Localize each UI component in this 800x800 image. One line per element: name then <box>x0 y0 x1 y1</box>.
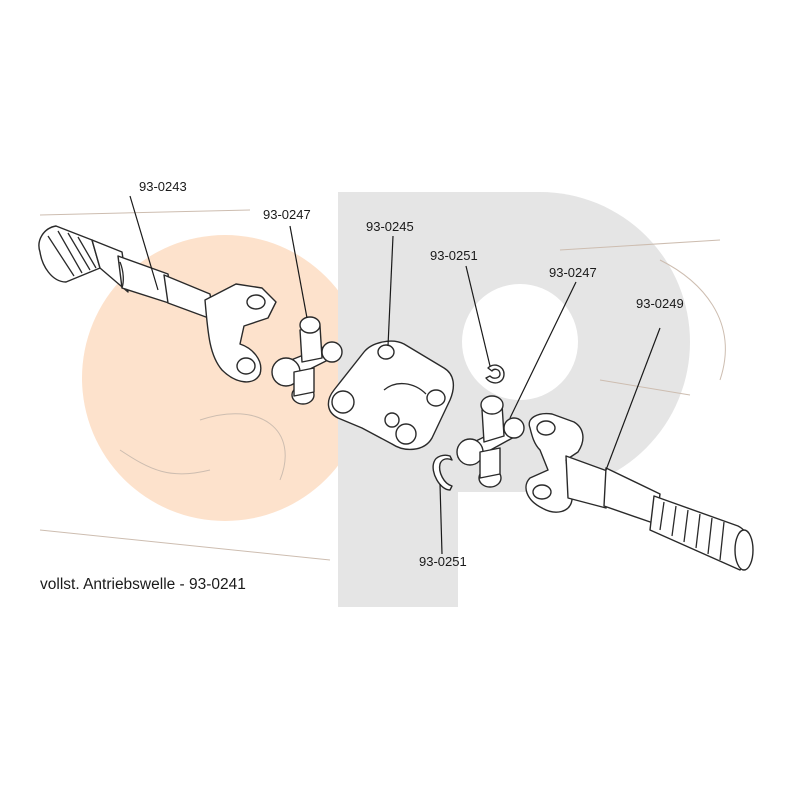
label-center-yoke: 93-0245 <box>366 219 414 234</box>
center-yoke <box>327 340 455 451</box>
inner-shaft <box>565 455 754 571</box>
leader-cross-left <box>289 225 308 319</box>
leader-outer-shaft <box>129 195 159 291</box>
leader-cross-right <box>509 281 577 419</box>
label-clip-bottom: 93-0251 <box>419 554 467 569</box>
leader-inner-shaft <box>605 327 661 471</box>
outer-yoke <box>204 283 277 383</box>
clip-bottom <box>432 454 453 491</box>
watermark-gray-hole <box>462 284 578 400</box>
label-cross-left: 93-0247 <box>263 207 311 222</box>
leader-lines <box>129 195 661 555</box>
outer-shaft <box>38 225 215 321</box>
leader-center-yoke <box>387 235 394 347</box>
label-inner-shaft: 93-0249 <box>636 296 684 311</box>
label-clip-top: 93-0251 <box>430 248 478 263</box>
label-cross-right: 93-0247 <box>549 265 597 280</box>
cross-left <box>271 316 343 405</box>
watermark-orange-disc <box>82 235 368 521</box>
caption: vollst. Antriebswelle - 93-0241 <box>40 576 246 593</box>
clip-top <box>485 364 505 384</box>
label-outer-shaft: 93-0243 <box>139 179 187 194</box>
leader-clip-top <box>465 265 491 367</box>
cross-right <box>456 395 525 488</box>
leader-clip-bottom <box>439 483 443 555</box>
background-sketch <box>39 209 726 561</box>
part-labels: 93-0243 93-0247 93-0245 93-0251 93-0247 … <box>139 179 684 569</box>
